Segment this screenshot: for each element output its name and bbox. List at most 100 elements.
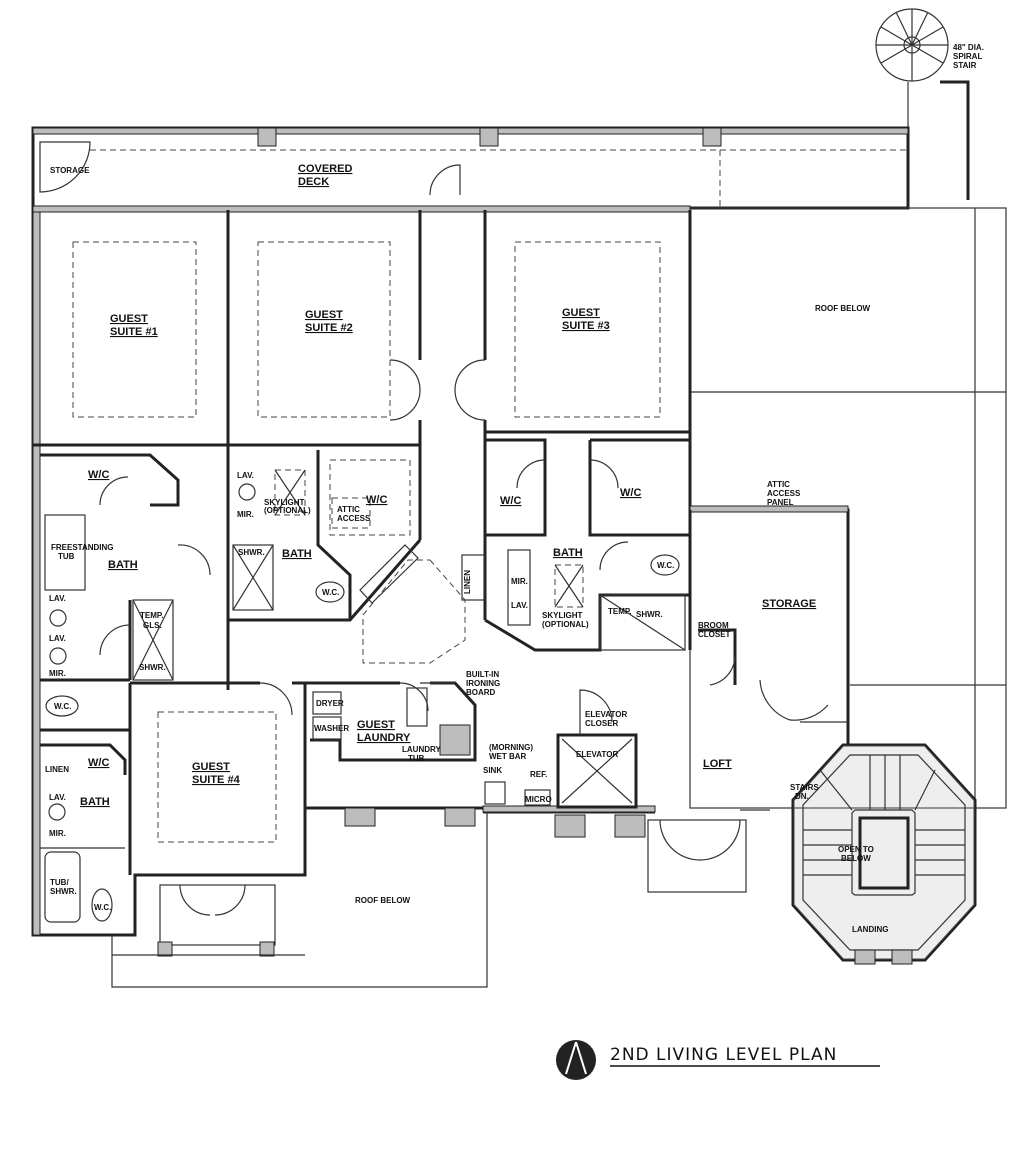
open-below-label-1: OPEN TO (838, 845, 874, 854)
attic-panel-label-3: PANEL (767, 498, 794, 507)
guest-suite-3 (454, 210, 690, 620)
micro-label: MICRO (525, 795, 552, 804)
washer-label: WASHER (314, 724, 349, 733)
plan-title: 2ND LIVING LEVEL PLAN (610, 1045, 837, 1065)
guest-suite-1-label-b: SUITE #1 (110, 326, 158, 338)
laundry-tub-label-1: LAUNDRY (402, 745, 441, 754)
guest-suite-3-label-a: GUEST (562, 307, 600, 319)
landing-label: LANDING (852, 925, 888, 934)
suite-4-bath (40, 743, 127, 923)
ref-label: REF. (530, 770, 547, 779)
spiral-label-1: 48" DIA. (953, 43, 984, 52)
stair-tower (791, 743, 977, 965)
guest-suite-2 (228, 210, 422, 540)
freestanding-label-1: FREESTANDING (51, 543, 114, 552)
mir-b-label: MIR. (237, 510, 254, 519)
wet-bar-label-2: WET BAR (489, 752, 527, 761)
hall-skylight (362, 559, 466, 664)
wet-bar-elevator (344, 689, 656, 838)
broom-label-2: CLOSET (698, 630, 731, 639)
freestanding-label-2: TUB (58, 552, 75, 561)
wic-1-label: W/C (88, 469, 109, 481)
storage-room (688, 505, 850, 745)
tub-shwr-label-1: TUB/ (50, 878, 69, 887)
wic-3a-label: W/C (500, 495, 521, 507)
guest-suite-1 (33, 210, 230, 690)
wic-3b-label: W/C (620, 487, 641, 499)
covered-deck-label-1: COVERED (298, 163, 352, 175)
guest-suite-1-label-a: GUEST (110, 313, 148, 325)
stairs-label-2: DN. (795, 792, 809, 801)
loft (647, 809, 770, 893)
skylight-b-label-2: (OPTIONAL) (542, 620, 589, 629)
temp-gl-b-label: GLS. (143, 621, 162, 630)
lav-b-label: LAV. (49, 634, 66, 643)
attic-panel-label-2: ACCESS (767, 489, 801, 498)
lav-d-label: LAV. (511, 601, 528, 610)
mir-c-label: MIR. (511, 577, 528, 586)
attic-panel-label-1: ATTIC (767, 480, 790, 489)
suite-2-bath (228, 450, 422, 622)
covered-deck-label-2: DECK (298, 176, 329, 188)
lav-c-label: LAV. (237, 471, 254, 480)
open-below-label-2: BELOW (841, 854, 871, 863)
bath-1-label: BATH (108, 559, 138, 571)
north-arrow-icon (556, 1040, 596, 1080)
suite-3-bath (461, 438, 690, 652)
guest-suite-4-label-b: SUITE #4 (192, 774, 241, 786)
mir-a-label: MIR. (49, 669, 66, 678)
builtin-label-2: IRONING (466, 679, 500, 688)
lav-a-label: LAV. (49, 594, 66, 603)
guest-suite-2-label-a: GUEST (305, 309, 343, 321)
shwr-a-label: SHWR. (139, 663, 166, 672)
roof-below-right-label: ROOF BELOW (815, 304, 871, 313)
guest-suite-2-label-b: SUITE #2 (305, 322, 353, 334)
spiral-label-2: SPIRAL (953, 52, 982, 61)
elevator-closer-label-1: ELEVATOR (585, 710, 627, 719)
sink-label: SINK (483, 766, 502, 775)
shwr-c-label: SHWR. (636, 610, 663, 619)
dryer-label: DRYER (316, 699, 344, 708)
builtin-label-1: BUILT-IN (466, 670, 499, 679)
wc-b-label: W.C. (322, 588, 339, 597)
wc-a-label: W.C. (54, 702, 71, 711)
bath-2-label: BATH (282, 548, 312, 560)
guest-suite-3-label-b: SUITE #3 (562, 320, 610, 332)
stairs-label-1: STAIRS (790, 783, 819, 792)
roof-below-bottom (111, 812, 488, 988)
spiral-stair (875, 8, 970, 200)
laundry-tub-label-2: TUB (408, 754, 425, 763)
skylight-a-label-2: (OPTIONAL) (264, 506, 311, 515)
laundry-label-1: GUEST (357, 719, 395, 731)
spiral-label-3: STAIR (953, 61, 977, 70)
roof-below-bottom-label: ROOF BELOW (355, 896, 411, 905)
laundry-label-2: LAUNDRY (357, 732, 411, 744)
tub-shwr-label-2: SHWR. (50, 887, 77, 896)
attic-label-1: ATTIC (337, 505, 360, 514)
bath-3-label: BATH (553, 547, 583, 559)
linen-b-label: LINEN (45, 765, 69, 774)
storage-top-label: STORAGE (50, 166, 90, 175)
elevator-label: ELEVATOR (576, 750, 618, 759)
mir-d-label: MIR. (49, 829, 66, 838)
wet-bar-label-1: (MORNING) (489, 743, 533, 752)
loft-label: LOFT (703, 758, 732, 770)
linen-a-label: LINEN (463, 570, 472, 594)
wc-d-label: W.C. (94, 903, 111, 912)
broom-label-1: BROOM (698, 621, 729, 630)
wc-c-label: W.C. (657, 561, 674, 570)
storage-big-label: STORAGE (762, 598, 816, 610)
wic-2-label: W/C (366, 494, 387, 506)
suite-1-bath (40, 453, 211, 717)
shwr-b-label: SHWR. (238, 548, 265, 557)
lav-e-label: LAV. (49, 793, 66, 802)
bath-4-label: BATH (80, 796, 110, 808)
skylight-a-label-1: SKYLIGHT (264, 498, 305, 507)
skylight-b-label-1: SKYLIGHT (542, 611, 583, 620)
guest-suite-4-label-a: GUEST (192, 761, 230, 773)
temp-gl-a-label: TEMP. (140, 611, 163, 620)
wic-4-label: W/C (88, 757, 109, 769)
covered-deck (31, 126, 910, 210)
guest-laundry (305, 681, 477, 762)
